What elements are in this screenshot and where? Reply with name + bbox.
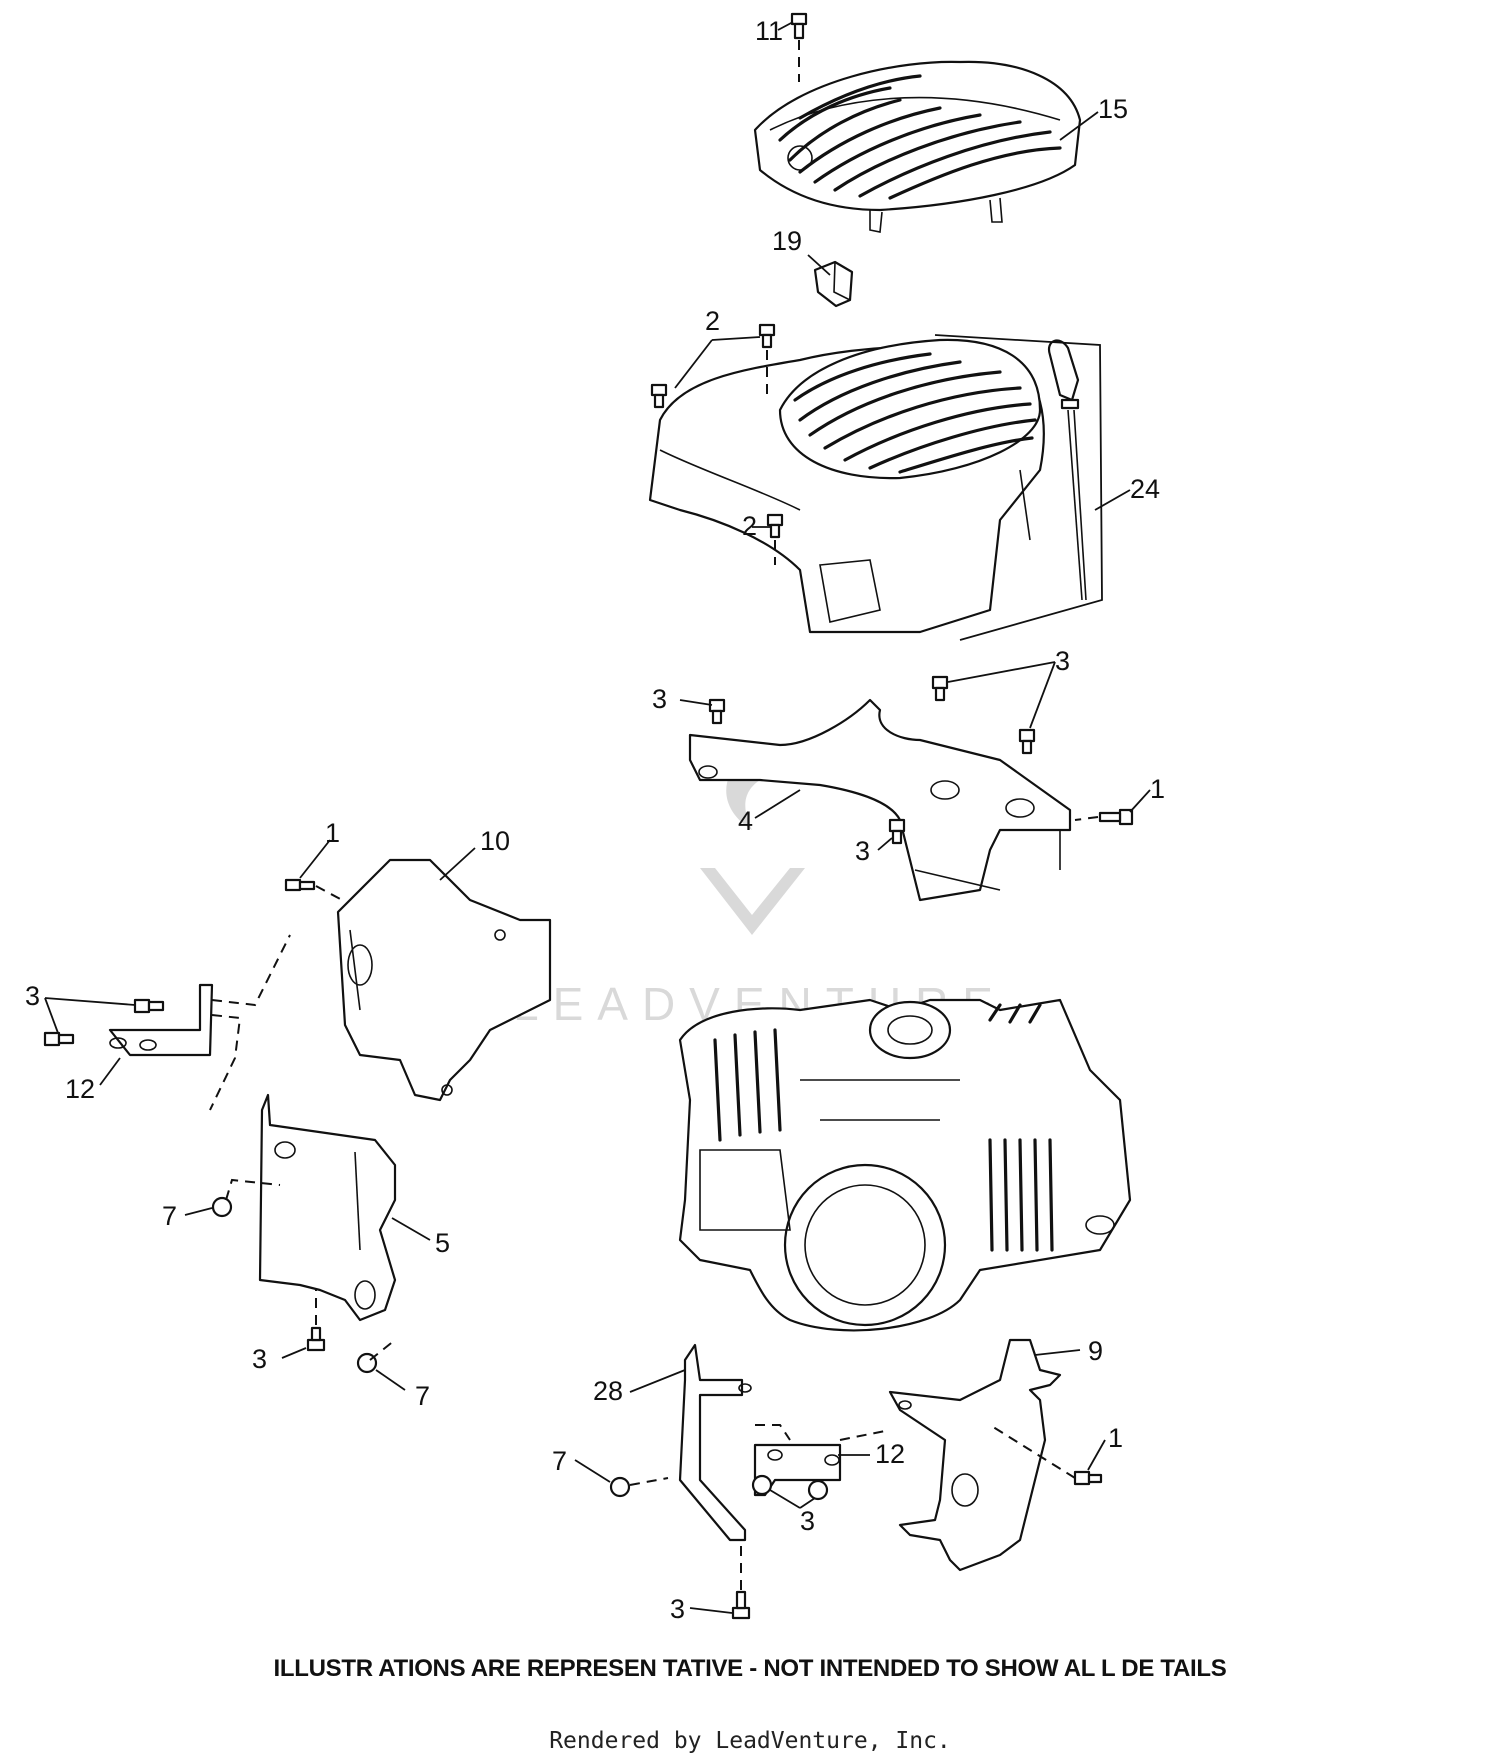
part-7-nuts-left xyxy=(211,1178,396,1374)
part-9-shroud xyxy=(888,1338,1062,1572)
callout-3-g: 3 xyxy=(670,1594,685,1624)
callout-10: 10 xyxy=(480,826,510,856)
part-5-shroud xyxy=(258,1093,397,1322)
callouts: 11 15 19 2 2 24 3 3 4 1 3 1 10 3 12 7 5 … xyxy=(25,16,1165,1624)
part-4-baffle xyxy=(688,698,1072,902)
callout-2-upper: 2 xyxy=(705,306,720,336)
callout-4: 4 xyxy=(738,806,753,836)
part-19-clip xyxy=(813,260,854,308)
callout-12-a: 12 xyxy=(65,1074,95,1104)
leader-lines xyxy=(44,21,1151,1614)
part-3-bolt-lower-left xyxy=(306,1290,326,1352)
rendered-by-footer: Rendered by LeadVenture, Inc. xyxy=(549,1728,951,1754)
callout-3-b: 3 xyxy=(1055,646,1070,676)
callout-1-a: 1 xyxy=(1150,774,1165,804)
callout-15: 15 xyxy=(1098,94,1128,124)
callout-9: 9 xyxy=(1088,1336,1103,1366)
part-24-dipstick xyxy=(934,334,1103,641)
callout-28: 28 xyxy=(593,1376,623,1406)
callout-1-b: 1 xyxy=(325,818,340,848)
part-11-screw xyxy=(790,12,808,82)
part-7-nut-lower xyxy=(609,1476,669,1498)
callout-7-c: 7 xyxy=(552,1446,567,1476)
callout-7-b: 7 xyxy=(415,1381,430,1411)
callout-3-c: 3 xyxy=(855,836,870,866)
callout-24: 24 xyxy=(1130,474,1160,504)
part-1-bolt-left xyxy=(284,878,343,901)
part-15-top-cover xyxy=(753,60,1082,233)
part-1-bolt-upper-right xyxy=(1074,808,1134,826)
callout-1-c: 1 xyxy=(1108,1423,1123,1453)
part-2-screws xyxy=(650,323,784,565)
callout-12-b: 12 xyxy=(875,1439,905,1469)
callout-3-a: 3 xyxy=(652,684,667,714)
callout-5: 5 xyxy=(435,1228,450,1258)
callout-3-e: 3 xyxy=(252,1344,267,1374)
callout-3-f: 3 xyxy=(800,1506,815,1536)
callout-3-d: 3 xyxy=(25,981,40,1011)
part-12-bracket-lower xyxy=(753,1424,891,1497)
part-12-bracket-left xyxy=(108,934,291,1111)
callout-19: 19 xyxy=(772,226,802,256)
part-3-bolts-lower xyxy=(731,1474,829,1620)
blower-housing xyxy=(648,338,1045,634)
part-1-bolt-lower-right xyxy=(989,1424,1103,1486)
part-10-shroud xyxy=(336,858,552,1102)
callout-11: 11 xyxy=(755,16,783,46)
callout-2-lower: 2 xyxy=(742,511,757,541)
disclaimer-text: ILLUSTR ATIONS ARE REPRESEN TATIVE - NOT… xyxy=(273,1655,1227,1682)
callout-7-a: 7 xyxy=(162,1201,177,1231)
part-28-bracket xyxy=(678,1343,752,1542)
engine-block xyxy=(678,998,1132,1332)
part-3-bolts-left xyxy=(43,998,165,1047)
